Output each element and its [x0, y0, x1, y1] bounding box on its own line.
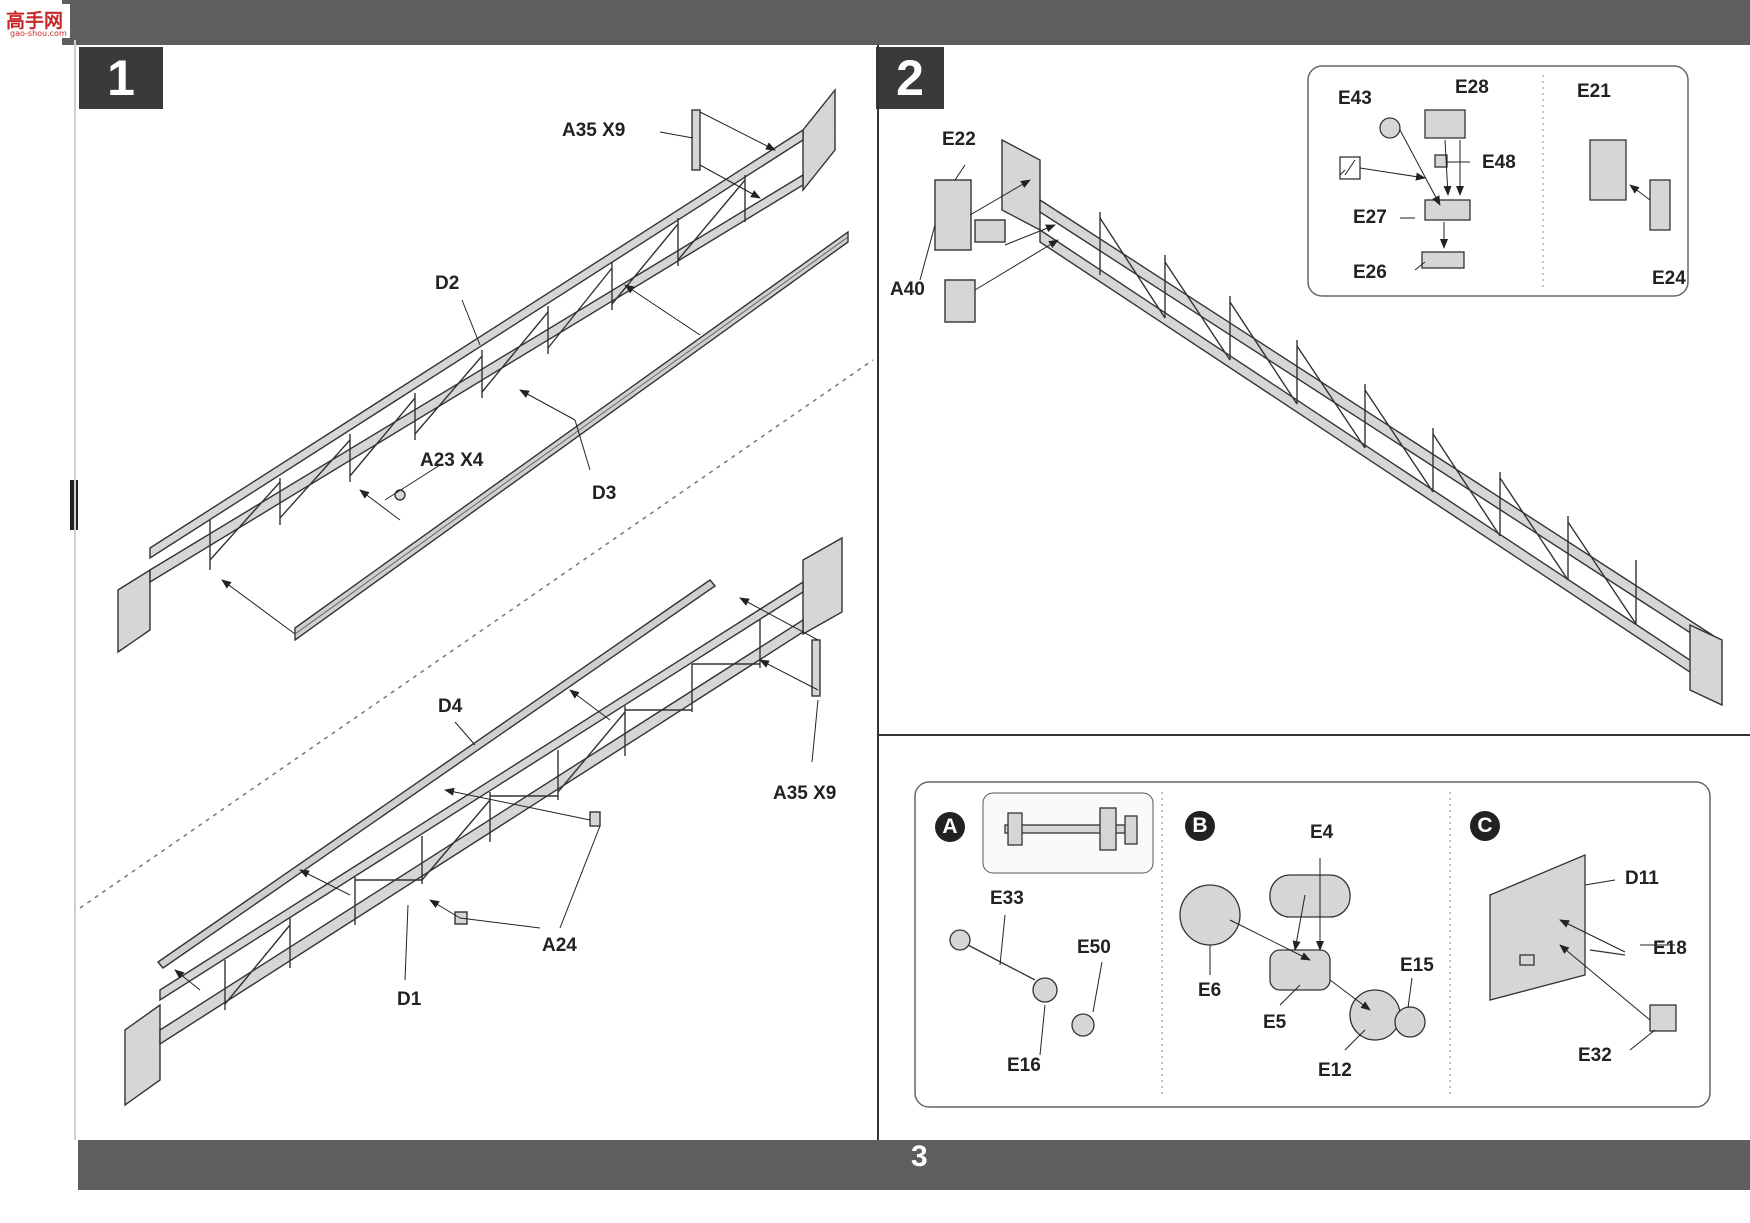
label-e32: E32 [1578, 1045, 1612, 1066]
label-e33: E33 [990, 888, 1024, 909]
end-plate-left [117, 568, 151, 654]
part-a24-upper [589, 811, 601, 827]
end-plate-right [802, 88, 836, 192]
left-border-line [74, 40, 76, 1140]
step2-end-plate-right [1689, 623, 1723, 707]
label-e22: E22 [942, 129, 976, 150]
diagonal-separator [79, 359, 874, 909]
subassembly-panel [914, 781, 1711, 1108]
step1-bottom-assembly [124, 536, 843, 1107]
marker-c: C [1470, 811, 1500, 841]
step1-bottom-leaders [174, 597, 819, 991]
logo-text: 高手网 [6, 11, 64, 32]
part-a40-box [944, 279, 976, 323]
label-e18: E18 [1653, 938, 1687, 959]
label-e16: E16 [1007, 1055, 1041, 1076]
part-e22 [934, 179, 972, 251]
label-d11: D11 [1625, 868, 1659, 889]
label-e15: E15 [1400, 955, 1434, 976]
step1-top-assembly [117, 88, 849, 654]
step-2-number: 2 [876, 47, 944, 109]
label-d4: D4 [438, 696, 463, 717]
label-d1: D1 [397, 989, 422, 1010]
marker-b: B [1185, 811, 1215, 841]
end-plate-left-bottom [124, 1003, 161, 1107]
label-e12: E12 [1318, 1060, 1352, 1081]
logo-subtext: gao-shou.com [10, 29, 67, 38]
label-a40: A40 [890, 279, 925, 300]
label-e27: E27 [1353, 207, 1387, 228]
part-a35-top [691, 109, 701, 171]
header-band [62, 0, 1750, 45]
label-e48: E48 [1482, 152, 1516, 173]
label-d2: D2 [435, 273, 460, 294]
label-e21: E21 [1577, 81, 1611, 102]
step2-detail-inset [1307, 65, 1689, 297]
label-e24: E24 [1652, 268, 1686, 289]
page-number: 3 [911, 1140, 928, 1173]
label-d3: D3 [592, 483, 617, 504]
panel-dividers [877, 45, 1750, 1140]
label-a35-bottom: A35 X9 [773, 783, 837, 804]
label-e26: E26 [1353, 262, 1387, 283]
label-e43: E43 [1338, 88, 1372, 109]
label-a24: A24 [542, 935, 577, 956]
marker-a: A [935, 812, 965, 842]
label-e50: E50 [1077, 937, 1111, 958]
motor-part [974, 219, 1006, 243]
footer-band [78, 1140, 1750, 1190]
step2-assembly [934, 138, 1723, 707]
label-e4: E4 [1310, 822, 1334, 843]
step-1-number: 1 [79, 47, 163, 109]
label-a35-top: A35 X9 [562, 120, 626, 141]
label-a23: A23 X4 [420, 450, 484, 471]
label-e28: E28 [1455, 77, 1489, 98]
part-a35-bottom [811, 639, 821, 697]
step1-top-leaders [221, 111, 776, 635]
label-e5: E5 [1263, 1012, 1287, 1033]
site-logo: 高手网 gao-shou.com [4, 4, 70, 38]
step2-leaders [919, 164, 1059, 291]
label-e6: E6 [1198, 980, 1222, 1001]
